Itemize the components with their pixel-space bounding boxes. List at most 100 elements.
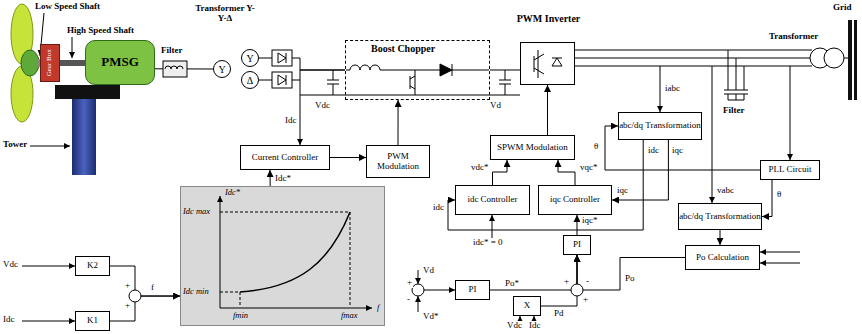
dc-bus: [300, 95, 301, 145]
signal-label: Vdc: [314, 101, 331, 111]
controller-box: Current Controller: [240, 145, 330, 170]
grid-filter: [744, 66, 745, 90]
signal-arrow: [398, 100, 399, 145]
rectifier-bridge: [272, 50, 292, 88]
signal-label: Transformer Y-Y-Δ: [192, 4, 258, 24]
signal-label: Vdc: [2, 260, 19, 270]
signal-arrow: [493, 160, 508, 185]
leader-lines: [72, 37, 73, 58]
dc-bus: [505, 84, 506, 95]
gain-box: K1: [75, 311, 110, 331]
filter-symbol: [165, 66, 183, 69]
tower: [72, 99, 96, 175]
controller-box: iqc Controller: [538, 185, 612, 215]
signal-label: Vd: [489, 101, 502, 111]
grid-filter: [724, 50, 748, 100]
grid-bus: [848, 20, 852, 100]
winding-circle: Y: [241, 49, 259, 67]
node-text: X: [524, 301, 531, 311]
gearbox: Gear Box: [40, 44, 60, 82]
shafts: [60, 60, 85, 66]
three-phase-bus: [575, 50, 812, 51]
inverter-switch: [538, 50, 539, 78]
node-heading: PWM Inverter: [516, 13, 581, 24]
edge-label: Idc*: [274, 174, 292, 184]
signal-label: -: [585, 277, 590, 287]
edge-label: f: [150, 283, 155, 293]
dc-bus: [333, 70, 334, 80]
reference-graph: Idc*Idc maxIdc minfminfmaxf: [180, 186, 385, 326]
signal-wires: [22, 266, 75, 267]
boost-chopper-circuit: [440, 64, 452, 76]
node-text: Po Calculation: [696, 253, 749, 263]
signal-label: Low Speed Shaft: [34, 2, 101, 12]
boost-chopper-circuit: [346, 65, 440, 70]
signal-label: iqc: [616, 186, 629, 196]
dc-bus: [327, 80, 339, 81]
three-phase-bus: [575, 48, 848, 68]
signal-label: Grid: [832, 3, 853, 13]
inverter-switch: [534, 50, 562, 78]
filter-symbol: [163, 61, 187, 77]
edge-label: Po*: [504, 279, 520, 289]
summing-junction: [412, 284, 424, 296]
signal-wires: [418, 270, 419, 284]
calculation-box: Po Calculation: [685, 245, 760, 270]
grid-bus: [854, 20, 857, 100]
graph-panel: [220, 196, 221, 308]
pll-box: PLL Circuit: [760, 160, 820, 180]
signal-arrow: [577, 255, 685, 290]
rectifier-bridge: [278, 75, 286, 85]
three-phase-bus: [844, 58, 848, 59]
graph-panel: [180, 186, 385, 326]
winding-circle: Y: [213, 60, 231, 78]
signal-label: Vdc: [506, 321, 523, 331]
signal-label: Vd: [422, 266, 435, 276]
node-text: PMSG: [101, 55, 139, 69]
grid-bus: [848, 20, 857, 100]
inverter-block: PWM Inverter: [520, 42, 575, 85]
edge-label: Po: [624, 274, 636, 284]
transform-box: abc/dq Transformation: [618, 112, 702, 140]
edge-label: iqc*: [581, 216, 599, 226]
grid-filter: [728, 94, 744, 100]
winding-circle: Δ: [241, 71, 259, 89]
node-text: Y: [246, 53, 253, 64]
boost-chopper-circuit: [452, 70, 489, 71]
signal-label: idc* = 0: [472, 238, 504, 248]
measurement-wires: [760, 263, 800, 264]
node-text: PI: [468, 285, 476, 295]
pi-box: PI: [563, 235, 591, 255]
signal-label: +: [406, 278, 413, 288]
measurement-wires: [492, 66, 800, 263]
measurement-wires: [660, 66, 661, 112]
boost-chopper-circuit: [415, 70, 416, 95]
node-text: PWM Modulation: [367, 152, 429, 172]
node-text: abc/dq Transformation: [619, 121, 701, 131]
signal-label: vabc: [716, 186, 735, 196]
grid-filter: [736, 58, 737, 90]
dc-bus: [505, 70, 506, 80]
signal-label: -: [406, 295, 411, 305]
edge-label: vdc*: [470, 163, 490, 173]
node-heading: Idc max: [183, 207, 210, 216]
signal-wires: [22, 321, 75, 322]
rectifier-bridge: [272, 72, 292, 88]
node-heading: Idc min: [183, 287, 209, 296]
edge-label: idc: [647, 146, 660, 156]
leader-lines: [30, 146, 70, 147]
measurement-wires: [760, 252, 800, 253]
signal-arrow: [762, 180, 772, 217]
node-text: K1: [87, 316, 98, 326]
multiplier-box: X: [513, 296, 541, 316]
rectifier-bridge: [272, 50, 292, 66]
signal-label: iabc: [664, 84, 681, 94]
signal-wires: [418, 296, 419, 312]
edge-label: vqc*: [579, 163, 599, 173]
node-text: Current Controller: [252, 153, 319, 163]
filter-symbol: [163, 61, 187, 77]
controller-box: idc Controller: [455, 185, 530, 215]
node-text: iqc Controller: [550, 195, 600, 205]
three-phase-bus: [575, 58, 810, 59]
